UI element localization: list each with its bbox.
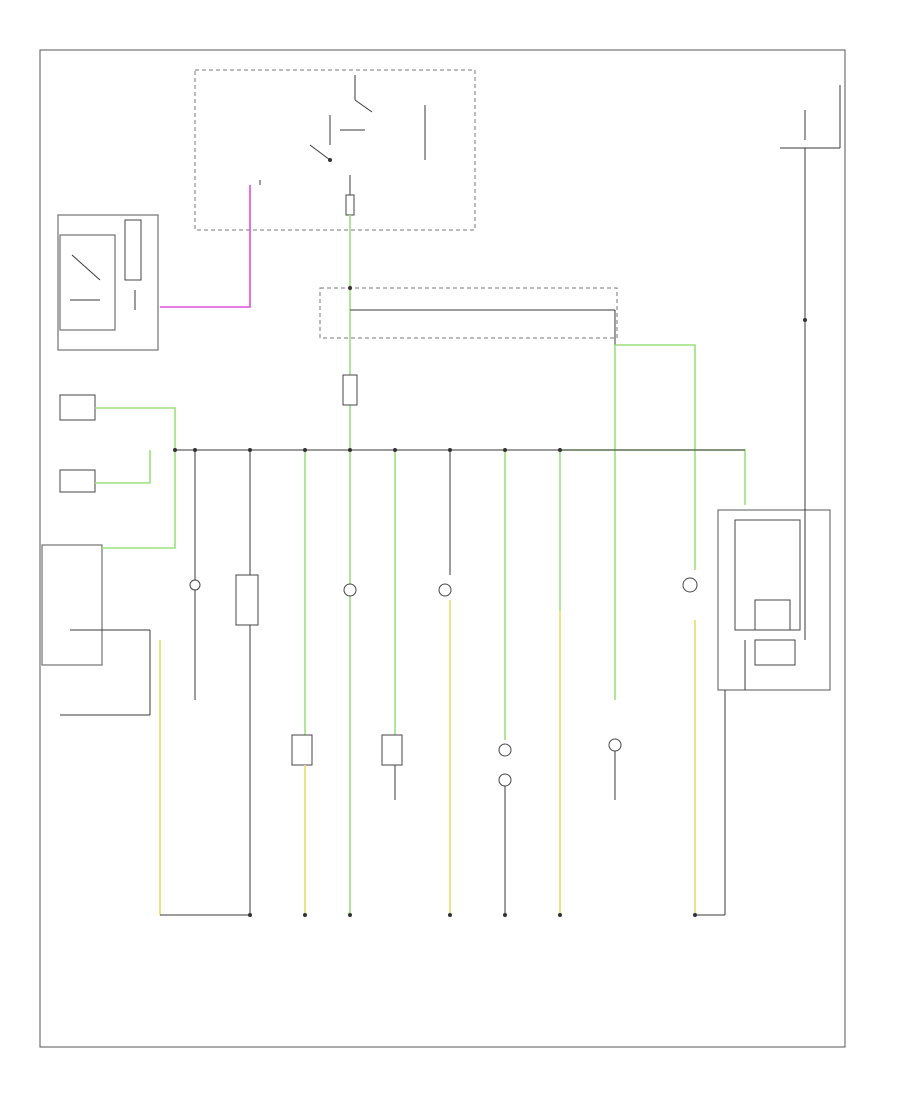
transmission-shift-lamp [59, 394, 176, 450]
shift-position-lamp [59, 450, 151, 493]
combination-meter [41, 450, 176, 716]
fuse-block [194, 69, 476, 231]
dimmer-control [717, 500, 831, 691]
ground-bus [159, 640, 726, 917]
rear-defogger-lamp [608, 738, 622, 800]
diagram-frame [39, 49, 846, 1048]
meter-illumination [189, 450, 201, 700]
joint-connector [319, 287, 618, 339]
blower-switch [57, 214, 159, 351]
cigarette-lighter-lamp [381, 450, 403, 800]
audio-unit-lamp [498, 450, 512, 915]
ac-switch-lamp [682, 577, 698, 915]
clock-lamp [343, 450, 357, 915]
wire-green-right [615, 344, 696, 570]
fuse-block-internals [259, 75, 426, 216]
wire-magenta [160, 185, 251, 308]
bus-dots [173, 286, 562, 452]
light-module [342, 374, 358, 406]
hot-at-all-times-box [780, 85, 841, 149]
glove-box-lamp [438, 450, 452, 915]
heater-control-lamp [291, 450, 313, 915]
wire-bus-top [560, 449, 746, 505]
ashtray-lamp [235, 450, 259, 915]
